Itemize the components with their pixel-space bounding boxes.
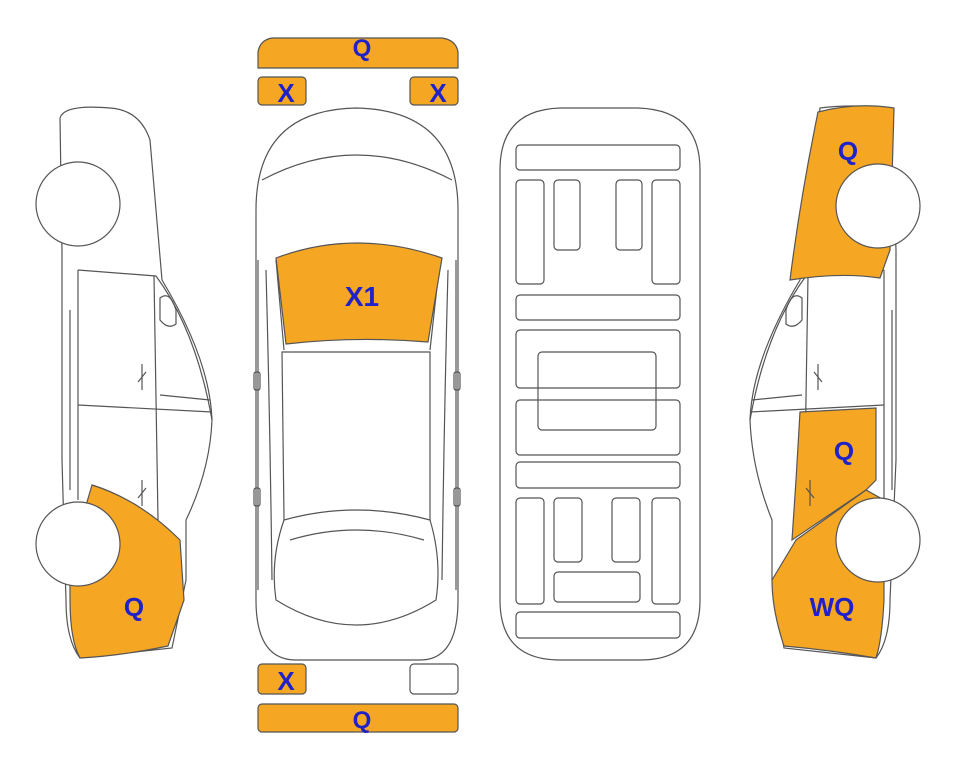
front-right-light-panel[interactable]: X (409, 76, 459, 108)
front-right-light-label: X (429, 78, 447, 108)
windshield-label: X1 (345, 281, 379, 312)
left-wheels (35, 161, 121, 587)
right-rear-door-label: Q (834, 436, 854, 466)
rear-left-light-panel[interactable]: X (257, 663, 307, 696)
rear-bumper-label: Q (353, 707, 372, 734)
right-wheels (835, 163, 921, 583)
windshield-panel[interactable]: X1 (275, 242, 443, 345)
front-left-light-label: X (277, 78, 295, 108)
rear-bumper-panel[interactable]: Q (257, 703, 459, 734)
front-bumper-panel[interactable]: Q (257, 35, 459, 69)
rear-right-light-panel[interactable] (409, 663, 459, 695)
right-rear-quarter-label: WQ (810, 592, 855, 622)
right-rear-door-panel[interactable]: Q (791, 407, 877, 542)
rear-left-light-label: X (277, 666, 295, 696)
front-left-light-panel[interactable]: X (257, 76, 307, 108)
front-bumper-label: Q (353, 35, 372, 62)
car-top-view (253, 107, 461, 661)
right-front-fender-label: Q (838, 136, 858, 166)
car-underside-view (499, 107, 701, 661)
left-rear-quarter-label: Q (124, 592, 144, 622)
